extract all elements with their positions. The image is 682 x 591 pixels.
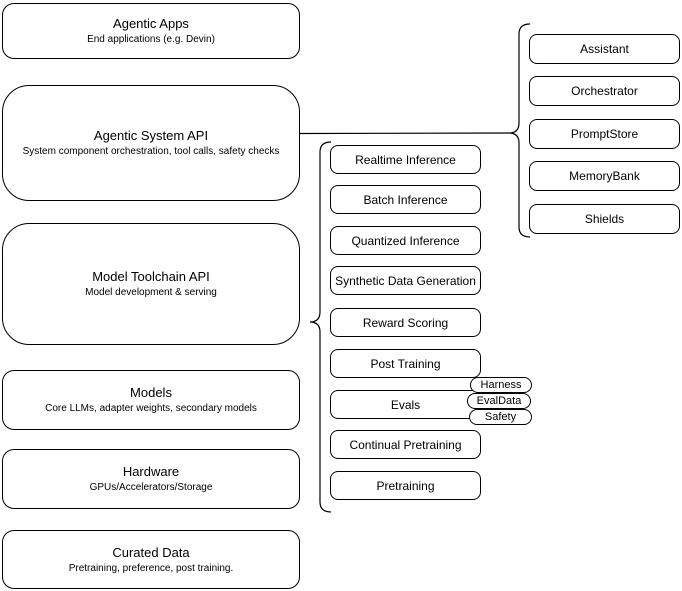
node-label: Quantized Inference: [351, 233, 460, 248]
node-label: Continual Pretraining: [349, 437, 462, 452]
node-agentic-apps: Agentic Apps End applications (e.g. Devi…: [2, 3, 300, 59]
node-agentic-system-api: Agentic System API System component orch…: [2, 85, 300, 201]
node-label: Realtime Inference: [355, 152, 456, 167]
node-subtitle: Pretraining, preference, post training.: [68, 562, 234, 574]
node-label: Evals: [390, 397, 421, 412]
node-label: Reward Scoring: [362, 315, 449, 330]
node-subtitle: Core LLMs, adapter weights, secondary mo…: [45, 403, 257, 414]
node-realtime-inference: Realtime Inference: [330, 145, 481, 174]
node-models: Models Core LLMs, adapter weights, secon…: [2, 370, 300, 430]
node-synthetic-data-generation: Synthetic Data Generation: [330, 266, 481, 295]
node-subtitle: End applications (e.g. Devin): [87, 34, 215, 45]
node-subtitle: GPUs/Accelerators/Storage: [89, 482, 213, 493]
node-quantized-inference: Quantized Inference: [330, 226, 481, 255]
node-label: PromptStore: [570, 127, 639, 141]
node-reward-scoring: Reward Scoring: [330, 308, 481, 337]
node-evals: Evals: [330, 390, 481, 419]
node-title: Models: [130, 385, 172, 400]
node-continual-pretraining: Continual Pretraining: [330, 430, 481, 459]
tag-evaldata: EvalData: [467, 393, 531, 409]
node-label: Post Training: [370, 356, 441, 371]
node-promptstore: PromptStore: [529, 119, 680, 149]
node-shields: Shields: [529, 204, 680, 234]
node-pretraining: Pretraining: [330, 471, 481, 500]
tag-safety: Safety: [469, 409, 532, 425]
node-subtitle: System component orchestration, tool cal…: [22, 146, 280, 157]
node-post-training: Post Training: [330, 349, 481, 378]
node-title: Hardware: [122, 464, 180, 479]
node-orchestrator: Orchestrator: [529, 76, 680, 106]
node-label: Assistant: [580, 42, 629, 56]
node-label: Orchestrator: [571, 84, 638, 98]
node-model-toolchain-api: Model Toolchain API Model development & …: [2, 223, 300, 345]
system-api-to-components-line: [299, 132, 510, 135]
node-label: MemoryBank: [569, 169, 640, 183]
node-title: Model Toolchain API: [92, 269, 210, 284]
node-title: Agentic System API: [93, 128, 209, 143]
tag-harness: Harness: [470, 377, 532, 393]
tag-label: Harness: [480, 378, 522, 391]
node-label: Batch Inference: [363, 192, 448, 207]
toolchain-brace: [309, 141, 332, 513]
node-label: Synthetic Data Generation: [335, 273, 476, 288]
node-label: Pretraining: [376, 478, 435, 493]
tag-label: Safety: [484, 410, 517, 423]
node-subtitle: Model development & serving: [85, 287, 217, 298]
node-batch-inference: Batch Inference: [330, 185, 481, 214]
tag-label: EvalData: [476, 394, 522, 407]
node-title: Agentic Apps: [113, 16, 189, 31]
node-title: Curated Data: [112, 544, 190, 560]
node-memorybank: MemoryBank: [529, 161, 680, 191]
node-label: Shields: [584, 212, 625, 226]
node-assistant: Assistant: [529, 34, 680, 64]
system-components-brace: [508, 23, 531, 238]
node-curated-data: Curated Data Pretraining, preference, po…: [2, 530, 300, 589]
node-hardware: Hardware GPUs/Accelerators/Storage: [2, 449, 300, 509]
